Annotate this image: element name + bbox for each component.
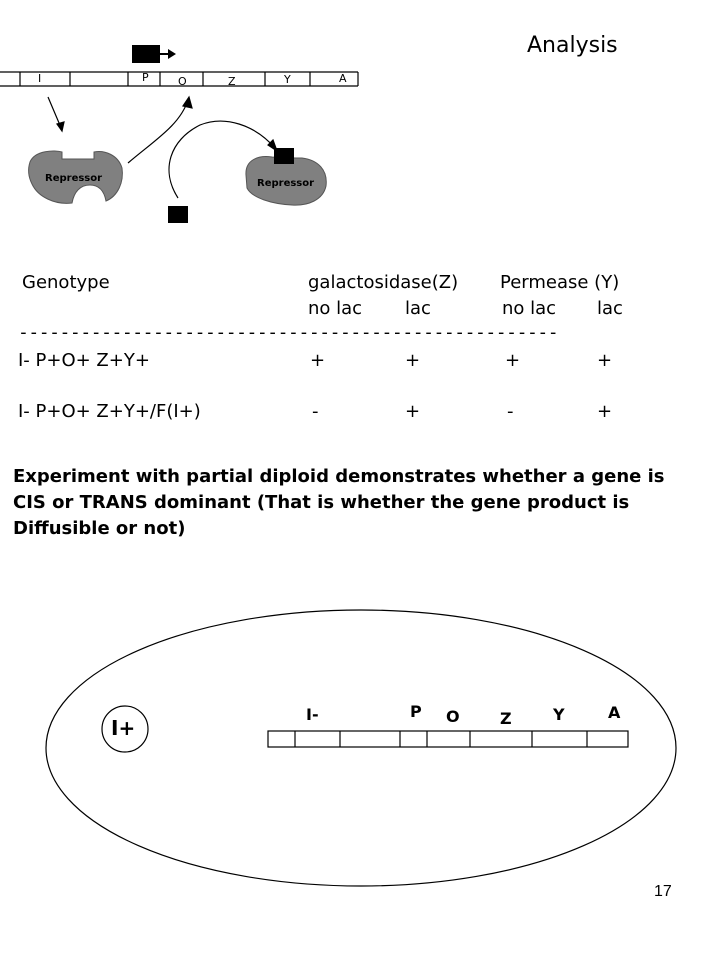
repressor-right	[245, 148, 327, 206]
page-number: 17	[654, 883, 672, 900]
cell-gene-a: A	[608, 703, 621, 722]
cell-gene-i: I-	[306, 705, 319, 724]
row2-val-4: +	[597, 401, 613, 422]
gene-label-i: I	[38, 72, 42, 85]
cell-ellipse	[45, 609, 677, 887]
gene-label-o: O	[178, 75, 187, 88]
repressor-right-label: Repressor	[257, 178, 315, 189]
inducer-square	[168, 206, 188, 223]
cell-gene-p: P	[410, 702, 422, 721]
slide-title: Analysis	[527, 33, 618, 58]
row2-val-1: -	[312, 401, 319, 422]
gene-label-p: P	[142, 71, 149, 84]
gene-label-a: A	[339, 72, 347, 85]
sub-nolac-1: no lac	[308, 298, 363, 319]
plasmid-label: I+	[111, 716, 136, 740]
row2-val-3: -	[507, 401, 514, 422]
col-galactosidase: galactosidase(Z)	[308, 272, 459, 293]
top-operon-bar	[0, 71, 359, 87]
row1-val-3: +	[505, 350, 521, 371]
paragraph-line-3: Diffusible or not)	[13, 518, 186, 539]
cell-gene-z: Z	[500, 709, 512, 728]
arrows	[47, 95, 279, 199]
col-permease: Permease (Y)	[500, 272, 620, 293]
cell-gene-o: O	[446, 707, 460, 726]
plasmid-circle	[101, 705, 149, 753]
row1-val-2: +	[405, 350, 421, 371]
paragraph-line-1: Experiment with partial diploid demonstr…	[13, 466, 665, 487]
row1-val-1: +	[310, 350, 326, 371]
row1-val-4: +	[597, 350, 613, 371]
sub-lac-1: lac	[405, 298, 431, 319]
repressor-left	[28, 150, 123, 204]
table-divider: ----------------------------------------…	[18, 322, 559, 343]
polymerase-block	[132, 45, 176, 63]
paragraph-line-2: CIS or TRANS dominant (That is whether t…	[13, 492, 630, 513]
gene-label-z: Z	[228, 75, 236, 88]
chromosome-bar	[267, 730, 629, 748]
row2-genotype: I- P+O+ Z+Y+/F(I+)	[18, 401, 201, 422]
row1-genotype: I- P+O+ Z+Y+	[18, 350, 150, 371]
gene-label-y: Y	[284, 73, 291, 86]
repressor-left-label: Repressor	[45, 173, 103, 184]
sub-lac-2: lac	[597, 298, 623, 319]
col-genotype: Genotype	[22, 272, 110, 293]
row2-val-2: +	[405, 401, 421, 422]
sub-nolac-2: no lac	[502, 298, 557, 319]
cell-gene-y: Y	[553, 705, 565, 724]
